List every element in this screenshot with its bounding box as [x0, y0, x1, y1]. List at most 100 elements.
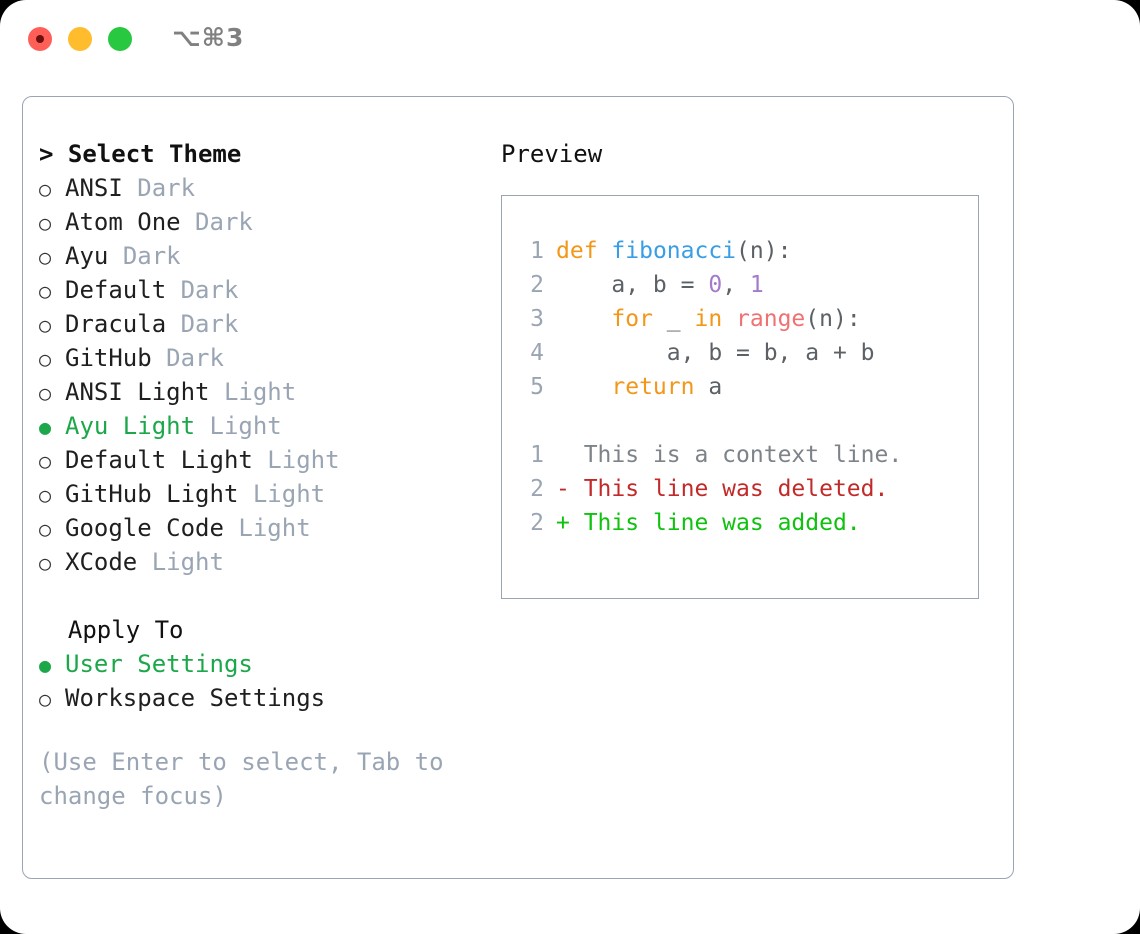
apply-to-title: Apply To — [67, 616, 184, 644]
code-token-fn: fibonacci — [611, 238, 737, 264]
theme-option-tag-space — [181, 205, 195, 239]
theme-option-9[interactable]: ○GitHub Light Light — [39, 477, 489, 511]
theme-option-tag-space — [238, 477, 252, 511]
diff-line-content: + This line was added. — [556, 506, 861, 540]
code-token-plain: (n): — [736, 238, 792, 264]
theme-option-label: Atom One — [65, 208, 181, 236]
apply-to-prefix — [39, 616, 68, 644]
theme-option-10[interactable]: ○ Google Code Light — [39, 511, 489, 545]
apply-to-heading: Apply To — [39, 613, 489, 647]
theme-option-tag-space — [152, 341, 166, 375]
theme-option-tag: Dark — [166, 344, 224, 372]
diff-line-number: 1 — [530, 442, 544, 468]
maximize-button[interactable] — [108, 27, 132, 51]
code-token-plain — [556, 306, 611, 332]
theme-option-1[interactable]: ○Atom One Dark — [39, 205, 489, 239]
code-token-plain — [598, 238, 612, 264]
code-line-number: 2 — [530, 272, 544, 298]
apply-option-label: Workspace Settings — [65, 684, 326, 712]
code-line-number: 5 — [530, 374, 544, 400]
code-token-kw: def — [556, 238, 598, 264]
theme-option-tag-space — [123, 171, 137, 205]
code-line-number: 4 — [530, 340, 544, 366]
theme-option-tag: Light — [252, 480, 326, 508]
code-token-plain: a, b = — [556, 272, 709, 298]
keyboard-shortcut-label: ⌥⌘3 — [172, 23, 245, 52]
theme-option-2[interactable]: ○ Ayu Dark — [39, 239, 489, 273]
theme-picker-panel: > Select Theme ○ANSI Dark○Atom One Dark○… — [22, 96, 1014, 879]
diff-text: This is a context line. — [583, 442, 903, 468]
code-line-content: a, b = b, a + b — [556, 336, 875, 370]
code-line-number: 3 — [530, 306, 544, 332]
diff-marker: - — [556, 476, 584, 502]
apply-option-label: User Settings — [65, 650, 253, 678]
radio-unselected-icon: ○ — [39, 245, 52, 269]
diff-text: This line was deleted. — [583, 476, 889, 502]
theme-option-tag: Dark — [137, 174, 196, 202]
theme-option-label: GitHub Light — [65, 480, 239, 508]
code-token-plain: , — [722, 272, 750, 298]
theme-option-tag: Light — [238, 514, 311, 542]
theme-option-tag-space — [137, 545, 151, 579]
section-spacer — [39, 579, 489, 613]
theme-option-tag-space — [253, 443, 267, 477]
theme-option-4[interactable]: ○Dracula Dark — [39, 307, 489, 341]
theme-option-tag-space — [166, 307, 180, 341]
code-token-plain: a — [694, 374, 723, 400]
theme-list-column: > Select Theme ○ANSI Dark○Atom One Dark○… — [39, 137, 489, 813]
code-token-plain: a, b = b, a + b — [556, 340, 875, 366]
theme-option-tag: Dark — [122, 242, 181, 270]
theme-option-3[interactable]: ○ Default Dark — [39, 273, 489, 307]
theme-option-0[interactable]: ○ANSI Dark — [39, 171, 489, 205]
theme-option-label: Default Light — [65, 446, 253, 474]
code-token-call: range — [736, 306, 806, 332]
code-token-plain — [556, 374, 611, 400]
code-line-content: a, b = 0, 1 — [556, 268, 764, 302]
theme-option-7[interactable]: ● Ayu Light Light — [39, 409, 489, 443]
radio-unselected-icon: ○ — [39, 381, 52, 405]
radio-unselected-icon: ○ — [39, 517, 52, 541]
code-line: 2 a, b = 0, 1 — [514, 268, 978, 302]
radio-unselected-icon: ○ — [39, 347, 52, 371]
theme-options-list: ○ANSI Dark○Atom One Dark○Ayu Dark○Defaul… — [39, 171, 489, 579]
theme-option-label: Ayu Light — [65, 412, 196, 440]
theme-option-11[interactable]: ○XCode Light — [39, 545, 489, 579]
theme-option-8[interactable]: ○Default Light Light — [39, 443, 489, 477]
theme-option-tag: Dark — [180, 276, 239, 304]
code-diff-spacer — [514, 404, 978, 438]
diff-line-content: - This line was deleted. — [556, 472, 888, 506]
keyboard-hint-text: (Use Enter to select, Tab to change focu… — [39, 748, 444, 810]
radio-unselected-icon: ○ — [39, 687, 52, 711]
radio-selected-icon: ● — [39, 415, 52, 439]
preview-heading: Preview — [501, 140, 603, 168]
theme-option-tag: Light — [209, 412, 282, 440]
code-token-num: 1 — [749, 272, 764, 298]
radio-unselected-icon: ○ — [39, 313, 52, 337]
minimize-button[interactable] — [68, 27, 92, 51]
diff-line-content: This is a context line. — [556, 438, 903, 472]
theme-option-tag-space — [195, 409, 209, 443]
code-token-plain: (n): — [805, 306, 861, 332]
code-line-content: def fibonacci(n): — [556, 234, 791, 268]
theme-option-6[interactable]: ○ANSI Light Light — [39, 375, 489, 409]
theme-option-label: Default — [65, 276, 167, 304]
apply-option-1[interactable]: ○ Workspace Settings — [39, 681, 489, 715]
close-button[interactable] — [28, 27, 52, 51]
theme-option-5[interactable]: ○GitHub Dark — [39, 341, 489, 375]
diff-marker — [556, 442, 584, 468]
title-bar: ⌥⌘3 — [0, 0, 1140, 80]
diff-sample: 1 This is a context line.2- This line wa… — [514, 438, 978, 540]
apply-option-0[interactable]: ●User Settings — [39, 647, 489, 681]
select-theme-heading: > Select Theme — [39, 137, 489, 171]
diff-line: 1 This is a context line. — [514, 438, 978, 472]
radio-unselected-icon: ○ — [39, 211, 52, 235]
theme-option-label: Ayu — [65, 242, 109, 270]
theme-option-label: Google Code — [65, 514, 224, 542]
radio-unselected-icon: ○ — [39, 279, 52, 303]
select-theme-prefix: > — [39, 140, 68, 168]
code-token-plain — [722, 306, 736, 332]
